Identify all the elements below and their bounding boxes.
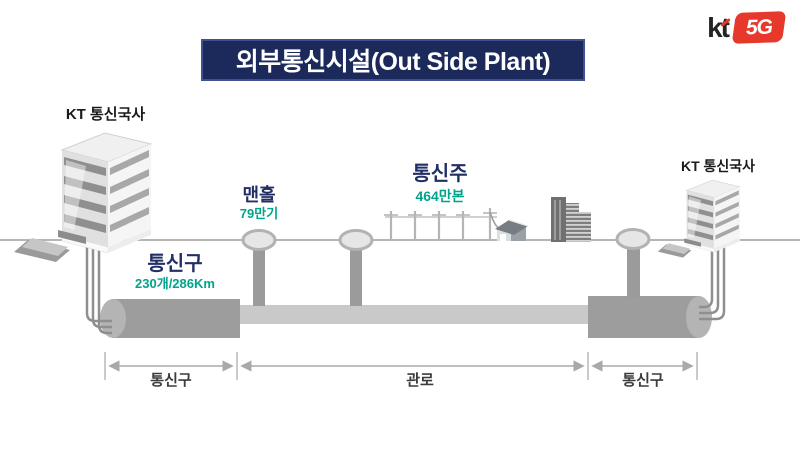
pole-label: 통신주 (412, 163, 468, 185)
kt-wordmark: kt (707, 13, 731, 42)
right-office-label: KT 통신국사 (680, 158, 756, 174)
conduit-risers-right (699, 242, 726, 321)
dimension-label-tunnel-right: 통신구 (622, 372, 664, 389)
tunnel-left (100, 299, 240, 338)
manhole-shafts (253, 244, 640, 306)
page-title: 외부통신시설(Out Side Plant) (235, 48, 551, 76)
conduit-risers-left (85, 226, 112, 335)
dimension-label-duct: 관로 (406, 372, 434, 389)
manhole-count: 79만기 (239, 206, 279, 221)
kt-office-building-left (13, 132, 152, 263)
city-buildings (551, 197, 591, 242)
telephone-poles (384, 208, 505, 240)
dimension-label-tunnel-left: 통신구 (150, 372, 192, 389)
title-banner: 외부통신시설(Out Side Plant) (201, 39, 585, 81)
tunnel-count: 230개/286Km (135, 276, 215, 291)
dimension-bar (104, 352, 698, 380)
duct-pipe (240, 305, 590, 324)
tunnel-right (588, 296, 712, 338)
kt-5g-logo: kt 5G (707, 11, 787, 44)
left-office-label: KT 통신국사 (65, 106, 146, 123)
pole-count: 464만본 (415, 188, 465, 204)
manhole-covers (241, 228, 651, 251)
kt-office-building-right (657, 179, 741, 258)
manhole-label: 맨홀 (242, 185, 276, 205)
tunnel-label: 통신구 (147, 253, 203, 275)
house (495, 219, 529, 241)
